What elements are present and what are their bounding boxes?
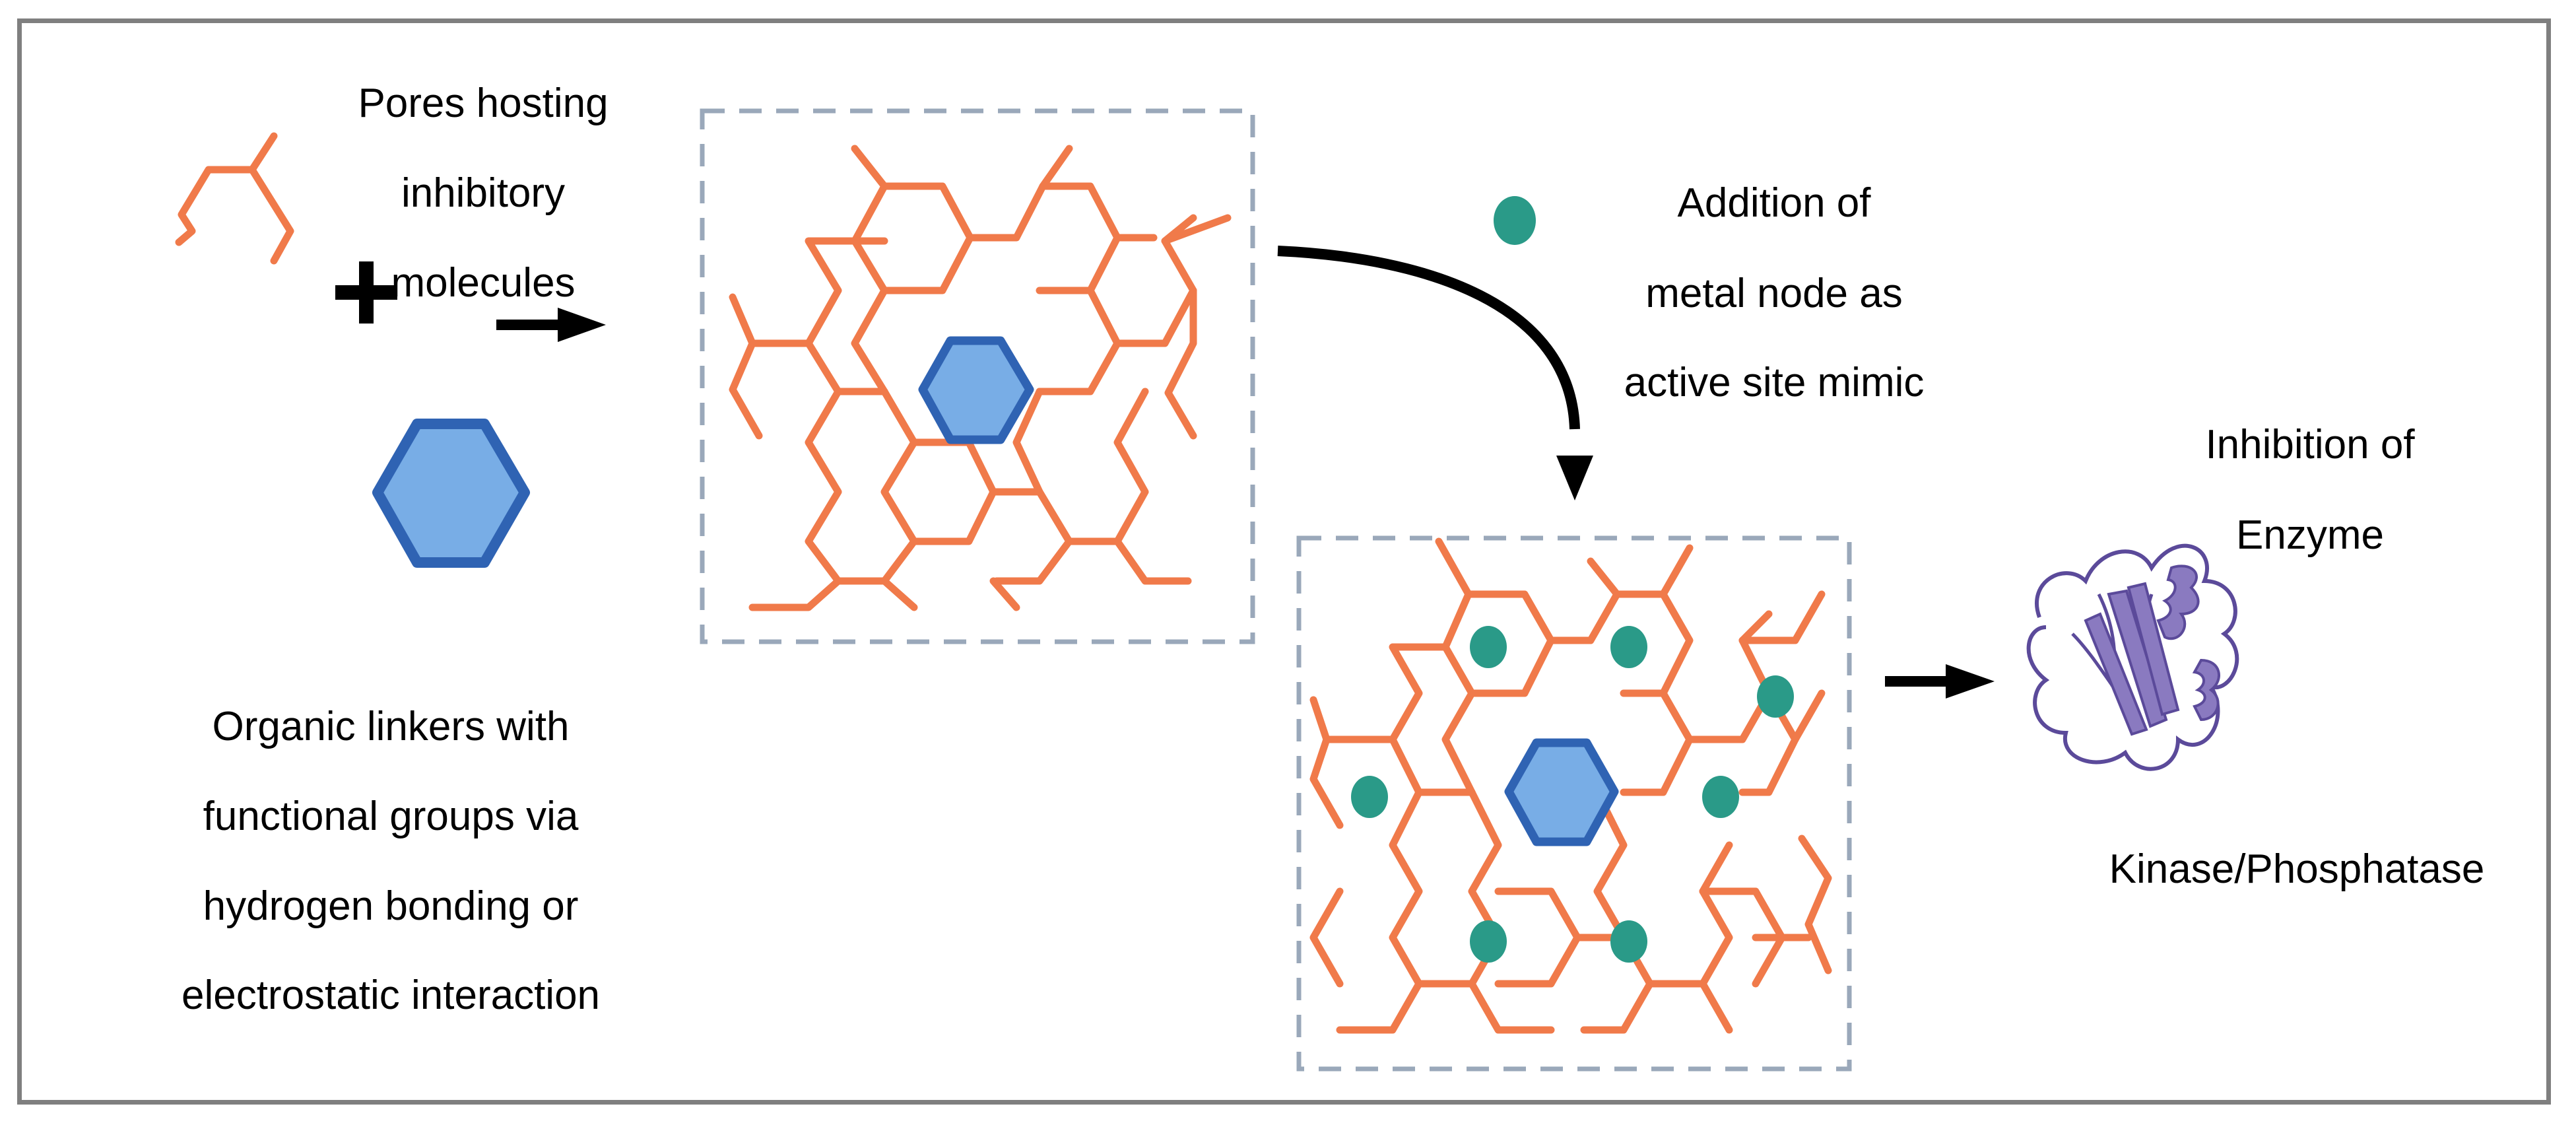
inhibition-label-line2: Enzyme xyxy=(2236,512,2384,558)
organic-label-line1: Organic linkers with xyxy=(212,704,570,749)
metal-node xyxy=(1610,626,1647,668)
pores-label-line1: Pores hosting xyxy=(358,81,609,126)
arrow-right-icon xyxy=(496,308,606,342)
framework-lattice-2 xyxy=(1309,537,1832,1034)
plus-icon xyxy=(335,261,397,324)
framework-box-2 xyxy=(1296,535,1852,1072)
metal-node xyxy=(1351,776,1388,818)
inhibitor-hexagon-icon xyxy=(372,419,530,568)
framework-lattice-1 xyxy=(729,145,1232,611)
organic-label-line3: hydrogen bonding or xyxy=(203,883,579,929)
metal-node xyxy=(1470,626,1507,668)
organic-linker-icon xyxy=(175,132,294,265)
inhibitor-hexagon-in-pore-1 xyxy=(918,336,1034,444)
arrow-right-icon xyxy=(1885,664,1995,699)
inhibition-label-line1: Inhibition of xyxy=(2205,422,2415,467)
organic-label-line2: functional groups via xyxy=(203,794,579,839)
inhibitor-hexagon-in-pore-2 xyxy=(1504,738,1619,846)
pores-label-line2: inhibitory xyxy=(401,170,566,216)
metal-node xyxy=(1757,675,1794,718)
protein-ribbon-icon xyxy=(2026,543,2239,771)
addition-label-line1: Addition of xyxy=(1677,180,1871,226)
metal-node-dot-icon xyxy=(1494,196,1536,245)
addition-label-line2: metal node as xyxy=(1645,271,1903,316)
pores-label-line3: molecules xyxy=(391,260,576,306)
metal-nodes xyxy=(1351,626,1794,963)
kinase-label: Kinase/Phosphatase xyxy=(2109,846,2485,892)
framework-box-1 xyxy=(700,108,1255,644)
organic-label-line4: electrostatic interaction xyxy=(181,973,601,1018)
metal-node xyxy=(1702,776,1739,818)
metal-node xyxy=(1610,920,1647,963)
addition-label-line3: active site mimic xyxy=(1624,360,1925,405)
curved-arrow-icon xyxy=(1277,246,1593,500)
metal-node xyxy=(1470,920,1507,963)
